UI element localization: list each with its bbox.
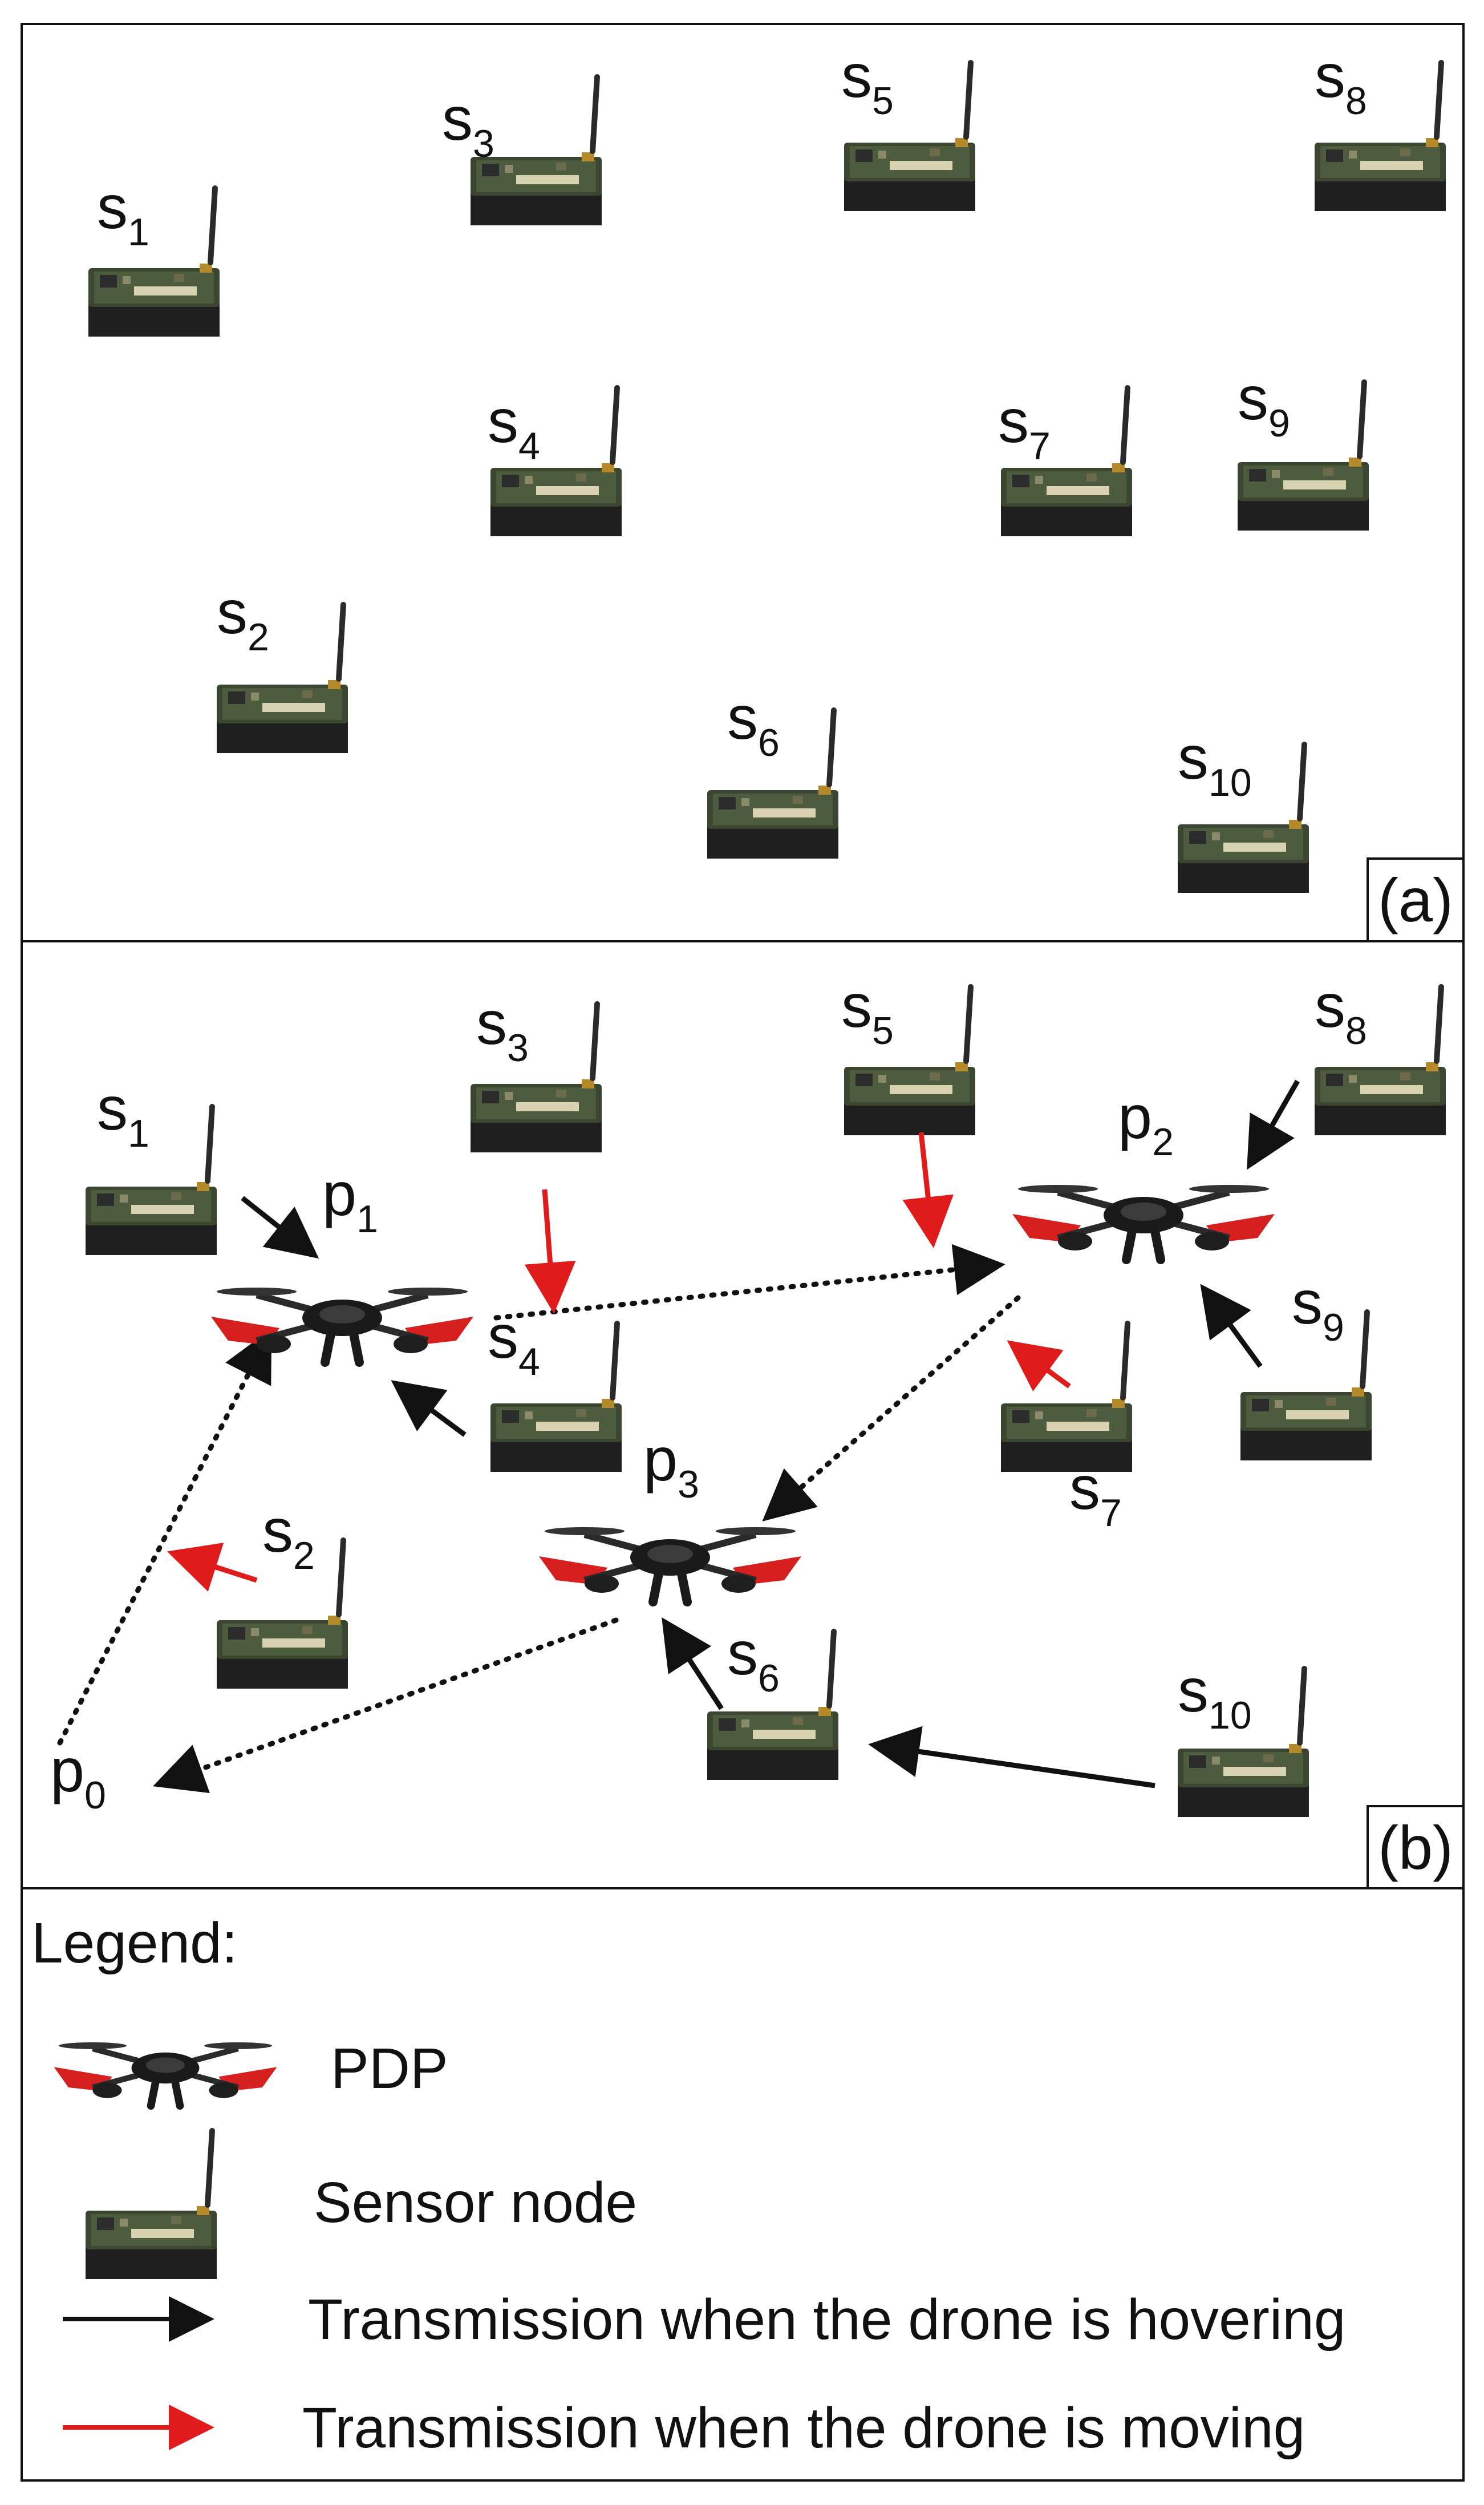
hover-transmissions [241, 1079, 1300, 1788]
sensor-node-a-s1: s1 [88, 172, 220, 337]
point-label-p3: p3 [643, 1425, 699, 1506]
sensor-node-b-s9: s9 [1240, 1268, 1372, 1460]
sensor-node-b-s2: s2 [217, 1496, 348, 1689]
legend-label-sensor-node: Sensor node [314, 2171, 637, 2235]
tx-s5-path [902, 1132, 954, 1248]
sensor-node-b-s7: s7 [1001, 1324, 1132, 1535]
panel-b-label-box: (b) [1367, 1805, 1465, 1889]
tx-s2-path [167, 1543, 258, 1592]
sensor-node-a-s8: s8 [1315, 41, 1446, 211]
svg-text:s5: s5 [841, 41, 894, 123]
drone-p2 [1012, 1185, 1275, 1260]
panel-a-label-box: (a) [1367, 857, 1465, 942]
sensor-node-a-s7: s7 [998, 386, 1132, 536]
path-p2-p3 [762, 1295, 1021, 1521]
sensor-node-a-s3: s3 [442, 77, 602, 225]
legend-label-moving: Transmission when the drone is moving [302, 2396, 1305, 2460]
legend-label-pdp: PDP [331, 2037, 448, 2101]
drone-path [57, 1244, 1021, 1794]
legend-item-pdp: PDP [54, 2037, 448, 2106]
svg-text:s4: s4 [488, 1302, 540, 1383]
sensor-node-a-s10: s10 [1178, 723, 1309, 893]
tx-s3-path [524, 1189, 576, 1314]
svg-text:s8: s8 [1315, 41, 1367, 123]
svg-text:s4: s4 [488, 386, 540, 468]
panel-a: s1 s3 s5 s8 s4 s7 s9 s2 [88, 41, 1446, 893]
svg-text:s6: s6 [727, 1618, 780, 1700]
svg-text:s7: s7 [998, 386, 1051, 468]
svg-text:s7: s7 [1069, 1453, 1122, 1535]
sensor-node-a-s4: s4 [488, 386, 622, 536]
panel-b-label: (b) [1378, 1813, 1453, 1882]
svg-text:s6: s6 [727, 683, 780, 764]
legend: Legend: PDP Sensor node Transmission whe… [31, 1911, 1345, 2460]
drone-p1 [211, 1288, 473, 1362]
sensor-node-a-s6: s6 [707, 683, 838, 859]
moving-transmissions [167, 1132, 1071, 1592]
point-label-p2: p2 [1118, 1082, 1174, 1164]
svg-text:s10: s10 [1178, 723, 1252, 804]
path-p3-p0 [153, 1617, 619, 1794]
panel-b: p0 p1 p2 p3 s1 s3 s5 s8 s4 s9 [50, 971, 1446, 1817]
legend-item-sensor-node: Sensor node [86, 2131, 637, 2279]
svg-text:s5: s5 [841, 971, 894, 1053]
tx-s1-p1 [241, 1196, 319, 1259]
sensor-node-a-s9: s9 [1238, 363, 1369, 531]
outer-frame [21, 23, 1465, 2482]
legend-title: Legend: [31, 1911, 237, 1975]
tx-s8-p2 [1247, 1079, 1300, 1170]
tx-s9-p2 [1200, 1284, 1263, 1368]
tx-s7-path [1007, 1340, 1071, 1391]
sensor-node-b-s4: s4 [488, 1302, 622, 1472]
sensor-node-b-s10: s10 [1178, 1656, 1309, 1817]
svg-text:s8: s8 [1315, 971, 1367, 1053]
svg-text:s9: s9 [1238, 363, 1290, 445]
tx-s10-s6 [868, 1726, 1155, 1788]
svg-text:s2: s2 [262, 1496, 315, 1577]
path-p0-p1 [57, 1328, 272, 1746]
svg-text:s9: s9 [1292, 1268, 1344, 1349]
legend-label-hovering: Transmission when the drone is hovering [308, 2288, 1345, 2352]
svg-text:s3: s3 [442, 84, 494, 165]
legend-item-moving: Transmission when the drone is moving [63, 2396, 1305, 2460]
svg-text:s2: s2 [217, 577, 269, 659]
sensor-node-b-s3: s3 [471, 988, 602, 1152]
svg-text:s1: s1 [97, 1074, 149, 1155]
tx-s6-p3 [662, 1617, 724, 1710]
sensor-node-b-s6: s6 [707, 1618, 838, 1780]
panel-a-label: (a) [1378, 865, 1453, 934]
point-label-p1: p1 [322, 1159, 378, 1241]
sensor-node-b-s1: s1 [86, 1074, 217, 1255]
sensor-node-a-s5: s5 [841, 41, 975, 211]
sensor-node-b-s5: s5 [841, 971, 975, 1135]
svg-text:s1: s1 [97, 172, 149, 254]
sensor-node-a-s2: s2 [217, 577, 348, 753]
path-p1-p2 [493, 1244, 1005, 1321]
sensor-node-b-s8: s8 [1315, 971, 1446, 1135]
legend-item-hovering: Transmission when the drone is hovering [63, 2288, 1345, 2352]
svg-text:s3: s3 [476, 988, 529, 1070]
tx-s4-p1 [391, 1380, 467, 1437]
svg-text:s10: s10 [1178, 1656, 1252, 1737]
point-label-p0: p0 [50, 1735, 106, 1817]
drone-p3 [539, 1527, 801, 1602]
